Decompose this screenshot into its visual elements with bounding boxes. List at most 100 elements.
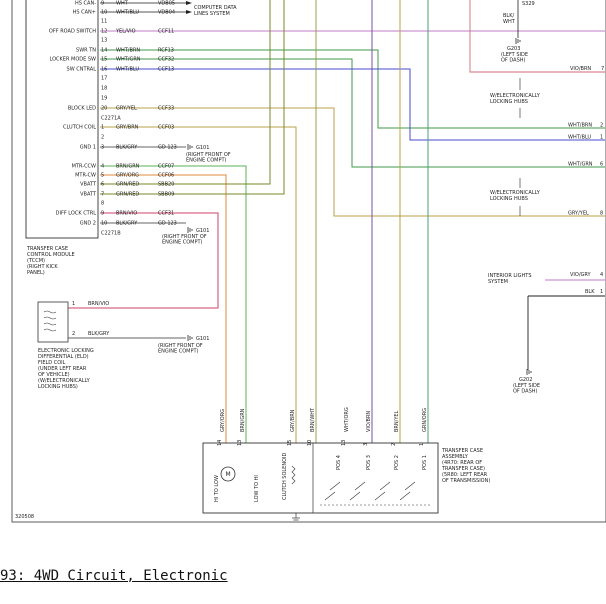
tccm-pin-number-0: 9 bbox=[101, 1, 104, 7]
tc-position-3: POS 1 bbox=[422, 455, 428, 470]
tccm-wire-color-21: BRN/VIO bbox=[116, 211, 137, 217]
wire-ccf07 bbox=[100, 165, 247, 443]
transfer-case-note-line-2: (4R70: REAR OF bbox=[442, 460, 482, 466]
chassis-ground-icon bbox=[292, 513, 300, 521]
tccm-pin-number-8: 17 bbox=[101, 76, 107, 82]
splice-wire-color-line-1: WHT bbox=[503, 19, 516, 25]
tc-wire-label-2: GRY/BRN bbox=[290, 409, 296, 432]
ground-g101-icon bbox=[187, 144, 193, 150]
tc-pin-2: 15 bbox=[287, 440, 293, 446]
tccm-pin-number-20: 8 bbox=[101, 201, 104, 207]
wire-sbb20 bbox=[100, 0, 271, 185]
tccm-wire-color-7: WHT/BLU bbox=[116, 67, 139, 73]
tccm-wire-color-22: BLK/GRY bbox=[116, 221, 138, 227]
eld-note-line-2: FIELD COIL bbox=[38, 360, 66, 366]
hubs-note-top-line-1: LOCKING HUBS bbox=[490, 99, 528, 105]
tccm-pin-label-21: DIFF LOCK CTRL bbox=[56, 211, 97, 217]
tc-wire-label-5: VIO/BRN bbox=[366, 411, 372, 432]
tccm-circuit-7: CCF13 bbox=[158, 67, 174, 73]
motor-icon: M bbox=[220, 466, 236, 482]
hubs-note-top-line-0: W/ELECTRONICALLY bbox=[490, 93, 541, 99]
tc-wire-label-0: GRY/ORG bbox=[220, 409, 226, 432]
tccm-circuit-17: CCF06 bbox=[158, 173, 174, 179]
static-layer: M bbox=[11, 0, 606, 523]
tc-wire-label-6: BRN/YEL bbox=[394, 410, 400, 432]
data-lines-arrow-icon bbox=[186, 1, 192, 14]
tccm-circuit-11: CCF33 bbox=[158, 106, 174, 112]
wire-sbb09 bbox=[100, 0, 285, 195]
ground-g203-note-line-1: OF DASH) bbox=[501, 58, 526, 64]
ground-g101-note-line-1: ENGINE COMPT) bbox=[186, 158, 227, 164]
tccm-pin-number-12: C2271A bbox=[101, 116, 121, 122]
blk-wire-pin: 1 bbox=[600, 289, 603, 295]
eld-pin-2-number: 2 bbox=[72, 331, 75, 337]
tc-wire-label-1: BRN/GRN bbox=[240, 408, 246, 432]
ground-g203-id: G203 bbox=[507, 46, 520, 52]
ground-g101b-id: G101 bbox=[196, 228, 209, 234]
tccm-wire-color-15: BLK/GRY bbox=[116, 145, 138, 151]
tccm-circuit-5: RCF13 bbox=[158, 48, 174, 54]
tc-wire-label-3: BRN/WHT bbox=[310, 407, 316, 432]
ground-g101c-note-line-1: ENGINE COMPT) bbox=[158, 349, 199, 355]
wire-rcf13 bbox=[100, 49, 605, 129]
tccm-circuit-3: CCF11 bbox=[158, 29, 174, 35]
tc-pin-6: 2 bbox=[391, 443, 397, 446]
tccm-module-note-line-0: TRANSFER CASE bbox=[26, 246, 68, 252]
wire-blk bbox=[527, 295, 605, 370]
tccm-wire-color-11: GRY/YEL bbox=[116, 106, 137, 112]
ground-g101b-note-line-0: (RIGHT FRONT OF bbox=[162, 234, 207, 240]
ground-g101c-icon bbox=[187, 335, 193, 341]
tc-wire-label-7: GRN/ORG bbox=[422, 408, 428, 432]
tccm-wire-color-5: WHT/BRN bbox=[116, 48, 140, 54]
ground-g203-icon bbox=[515, 38, 521, 44]
ground-g203-note-line-0: (LEFT SIDE bbox=[501, 52, 528, 58]
interior-lights-text-line-0: INTERIOR LIGHTS bbox=[488, 273, 532, 279]
tccm-pin-label-3: OFF ROAD SWITCH bbox=[49, 29, 96, 35]
tccm-pin-number-3: 12 bbox=[101, 29, 107, 35]
tccm-circuit-19: SBB09 bbox=[158, 192, 174, 198]
ground-g101c-id: G101 bbox=[196, 336, 209, 342]
tc-pin-7: 1 bbox=[419, 443, 425, 446]
eld-note-line-4: OF VEHICLE) bbox=[38, 372, 70, 378]
tccm-pin-label-11: BLOCK LED bbox=[68, 106, 96, 112]
tccm-pin-number-7: 16 bbox=[101, 67, 107, 73]
tccm-circuit-16: CCF07 bbox=[158, 164, 174, 170]
tccm-pin-number-10: 19 bbox=[101, 96, 107, 102]
tccm-pin-number-22: 10 bbox=[101, 221, 107, 227]
transfer-case-note-line-5: OF TRANSMISSION) bbox=[442, 478, 490, 484]
blk-wire-label: BLK bbox=[585, 289, 595, 295]
tccm-module-note-line-1: CONTROL MODULE bbox=[27, 252, 75, 258]
right-wire-pin-1: 1 bbox=[600, 135, 603, 141]
tc-hi-to-low: HI TO LOW bbox=[214, 475, 220, 502]
tccm-wire-color-6: WHT/GRN bbox=[116, 57, 141, 63]
eld-pin-1-number: 1 bbox=[72, 301, 75, 307]
ground-g101b-note-line-1: ENGINE COMPT) bbox=[162, 240, 203, 246]
tccm-wire-color-17: GRY/ORG bbox=[116, 173, 139, 179]
wire-ccf32 bbox=[100, 58, 605, 168]
computer-data-lines-text-line-0: COMPUTER DATA bbox=[194, 5, 237, 11]
right-wire-pin-0: 2 bbox=[600, 123, 603, 129]
tc-position-0: POS 4 bbox=[336, 455, 342, 470]
tc-clutch-solenoid: CLUTCH SOLENOID bbox=[282, 453, 288, 500]
tc-position-1: POS 3 bbox=[366, 455, 372, 470]
figure-id: 320508 bbox=[15, 514, 34, 520]
right-wire-label-3: GRY/YEL bbox=[568, 211, 589, 217]
wire-vio-brn-top bbox=[469, 0, 605, 73]
ground-g202-icon bbox=[526, 369, 532, 375]
tccm-wire-color-18: GRN/RED bbox=[116, 182, 139, 188]
tccm-circuit-22: GD 123 bbox=[158, 221, 177, 227]
ground-g101-note-line-0: (RIGHT FRONT OF bbox=[186, 152, 231, 158]
tccm-module-note-line-2: (TCCM) bbox=[27, 258, 45, 264]
tccm-pin-label-7: SW CNTRAL bbox=[67, 67, 97, 73]
tccm-wire-color-3: YEL/VIO bbox=[115, 29, 136, 35]
tccm-pin-label-13: CLUTCH COIL bbox=[63, 125, 96, 131]
hubs-note-mid-line-1: LOCKING HUBS bbox=[490, 196, 528, 202]
tccm-pin-label-16: MTR-CCW bbox=[72, 164, 96, 170]
interior-lights-pin: 4 bbox=[600, 272, 603, 278]
tccm-pin-label-22: GND 2 bbox=[80, 221, 96, 227]
right-wire-label-0: WHT/BRN bbox=[568, 123, 592, 129]
tc-wire-label-4: WHT/ORG bbox=[344, 407, 350, 432]
tc-pin-5: 3 bbox=[363, 443, 369, 446]
tccm-wire-color-0: WHT bbox=[116, 1, 129, 7]
